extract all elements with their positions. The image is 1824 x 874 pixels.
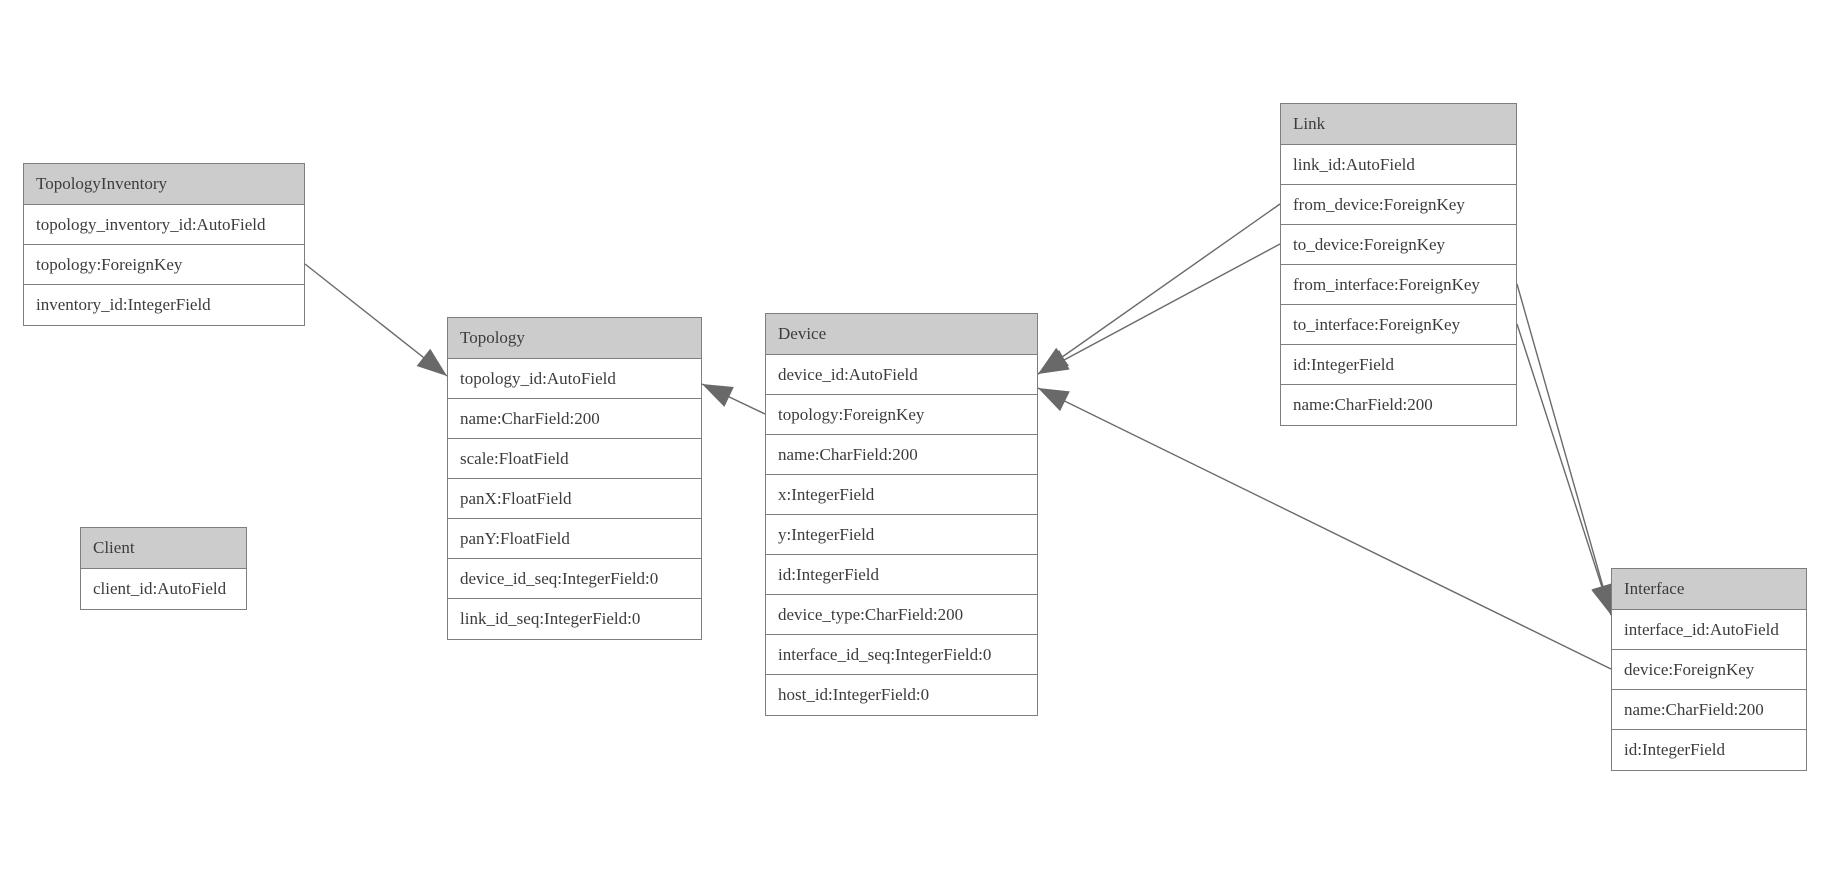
edge-link-to-interface-to-interface-arrowhead-icon xyxy=(1591,583,1613,615)
edge-interface-device-to-device-line xyxy=(1037,387,1612,670)
entity-title-client: Client xyxy=(81,528,246,569)
field-link-to-interface: to_interface:ForeignKey xyxy=(1281,305,1516,345)
field-topology-pany: panY:FloatField xyxy=(448,519,701,559)
field-topology-name: name:CharField:200 xyxy=(448,399,701,439)
field-topology-topology-id: topology_id:AutoField xyxy=(448,359,701,399)
edge-device-topology-to-topology-arrowhead-icon xyxy=(702,384,734,407)
field-device-device-type: device_type:CharField:200 xyxy=(766,595,1037,635)
field-device-y: y:IntegerField xyxy=(766,515,1037,555)
field-device-topology: topology:ForeignKey xyxy=(766,395,1037,435)
field-device-id: id:IntegerField xyxy=(766,555,1037,595)
entity-title-topologyinventory: TopologyInventory xyxy=(24,164,304,205)
edge-topologyinventory-topology-to-topology-arrowhead-icon xyxy=(416,348,447,376)
edge-link-from-device-to-device-line xyxy=(1037,203,1281,375)
entity-title-device: Device xyxy=(766,314,1037,355)
field-link-from-interface: from_interface:ForeignKey xyxy=(1281,265,1516,305)
edge-topologyinventory-topology-to-topology-line xyxy=(304,263,448,377)
entity-title-link: Link xyxy=(1281,104,1516,145)
field-link-name: name:CharField:200 xyxy=(1281,385,1516,425)
field-link-to-device: to_device:ForeignKey xyxy=(1281,225,1516,265)
field-interface-name: name:CharField:200 xyxy=(1612,690,1806,730)
field-device-interface-id-seq: interface_id_seq:IntegerField:0 xyxy=(766,635,1037,675)
edge-link-from-interface-to-interface-line xyxy=(1516,283,1612,616)
field-interface-id: id:IntegerField xyxy=(1612,730,1806,770)
field-interface-interface-id: interface_id:AutoField xyxy=(1612,610,1806,650)
entity-title-interface: Interface xyxy=(1612,569,1806,610)
edge-link-to-device-to-device-line xyxy=(1037,243,1281,375)
edge-interface-device-to-device-arrowhead-icon xyxy=(1038,388,1070,412)
field-topology-scale: scale:FloatField xyxy=(448,439,701,479)
field-link-link-id: link_id:AutoField xyxy=(1281,145,1516,185)
entity-title-topology: Topology xyxy=(448,318,701,359)
field-topology-panx: panX:FloatField xyxy=(448,479,701,519)
field-topology-link-id-seq: link_id_seq:IntegerField:0 xyxy=(448,599,701,639)
field-topology-device-id-seq: device_id_seq:IntegerField:0 xyxy=(448,559,701,599)
field-topologyinventory-topology-inventory-id: topology_inventory_id:AutoField xyxy=(24,205,304,245)
field-interface-device: device:ForeignKey xyxy=(1612,650,1806,690)
field-link-from-device: from_device:ForeignKey xyxy=(1281,185,1516,225)
field-device-name: name:CharField:200 xyxy=(766,435,1037,475)
field-topologyinventory-topology: topology:ForeignKey xyxy=(24,245,304,285)
field-device-host-id: host_id:IntegerField:0 xyxy=(766,675,1037,715)
field-device-x: x:IntegerField xyxy=(766,475,1037,515)
field-client-client-id: client_id:AutoField xyxy=(81,569,246,609)
field-device-device-id: device_id:AutoField xyxy=(766,355,1037,395)
edge-link-to-device-to-device-arrowhead-icon xyxy=(1038,350,1070,374)
field-link-id: id:IntegerField xyxy=(1281,345,1516,385)
edge-link-to-interface-to-interface-line xyxy=(1516,323,1612,616)
field-topologyinventory-inventory-id: inventory_id:IntegerField xyxy=(24,285,304,325)
